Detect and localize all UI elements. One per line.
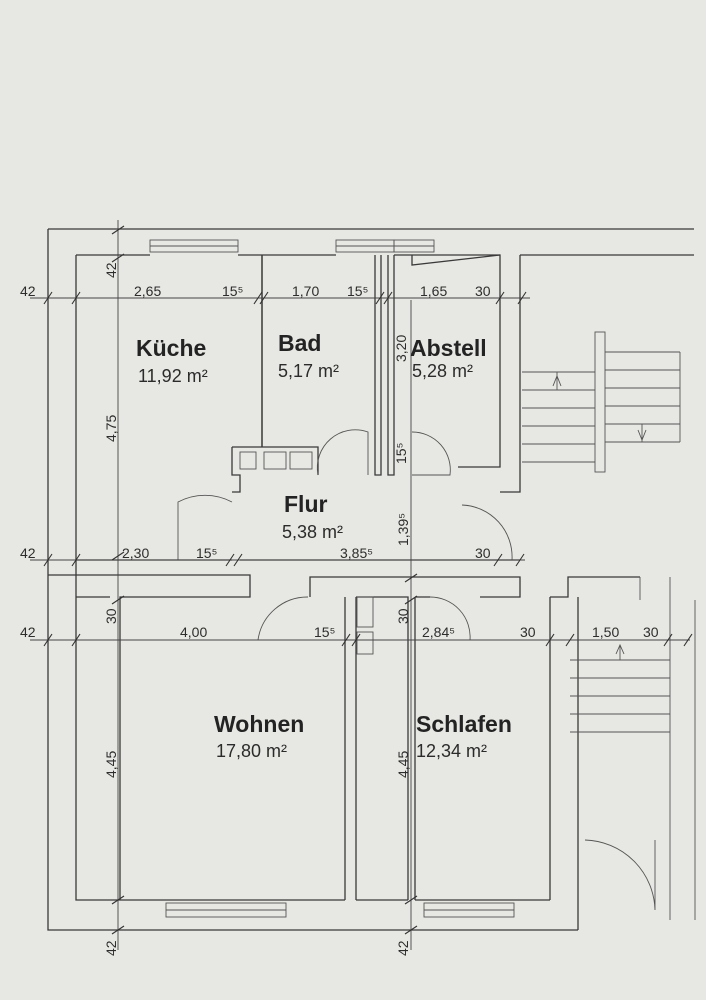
room-wohnen-area: 17,80 m² <box>216 741 287 761</box>
dim-flur-height: 1,39⁵ <box>395 513 411 546</box>
dim-schlafen-width: 2,84⁵ <box>422 624 455 640</box>
dim-wall-a: 15⁵ <box>196 545 217 561</box>
dim-wall-kb: 15⁵ <box>222 283 243 299</box>
dim-wohnen-width: 4,00 <box>180 624 207 640</box>
stair-arrow-down <box>637 424 647 442</box>
dim-wohnen-wall: 30 <box>103 608 119 624</box>
dim-top-wall: 42 <box>103 262 119 278</box>
dim-wall-stair: 30 <box>643 624 659 640</box>
outer-walls <box>47 228 694 931</box>
abstell-right <box>412 254 501 468</box>
doors <box>177 429 656 911</box>
dim-stair-width: 1,50 <box>592 624 619 640</box>
room-abstell-area: 5,28 m² <box>412 361 473 381</box>
staircase-lower <box>570 577 696 920</box>
windows-top <box>149 239 435 253</box>
dim-abstell-height: 3,20 <box>393 335 409 362</box>
dim-bad-width: 1,70 <box>292 283 319 299</box>
room-kueche-name: Küche <box>136 335 206 361</box>
dim-bottom-wall-mid: 42 <box>395 940 411 956</box>
dim-schlafen-height: 4,45 <box>395 751 411 778</box>
dim-abstell-width: 1,65 <box>420 283 447 299</box>
staircase-upper <box>522 331 681 473</box>
room-kueche-area: 11,92 m² <box>138 366 208 386</box>
dim-abstell-wall: 15⁵ <box>393 443 409 464</box>
door-entrance <box>461 504 513 561</box>
inner-walls-top <box>231 255 395 493</box>
dim-mid-right-wall: 30 <box>475 545 491 561</box>
chimney-1 <box>239 451 257 470</box>
dim-kueche-width: 2,65 <box>134 283 161 299</box>
room-wohnen-name: Wohnen <box>214 711 304 737</box>
dim-kueche-height: 4,75 <box>103 415 119 442</box>
room-abstell-name: Abstell <box>410 335 487 361</box>
dim-bottom-wall-left: 42 <box>103 940 119 956</box>
door-abstell <box>411 431 451 476</box>
dim-wall-s: 30 <box>520 624 536 640</box>
room-flur-name: Flur <box>284 491 327 517</box>
door-kueche <box>177 494 233 560</box>
abstell-top <box>411 254 501 266</box>
dimension-lines <box>30 220 693 950</box>
stair-arrow-up <box>552 372 562 390</box>
dim-wall-ba: 15⁵ <box>347 283 368 299</box>
room-schlafen-name: Schlafen <box>416 711 512 737</box>
dim-top-right-wall: 30 <box>475 283 491 299</box>
dim-mid-left-wall: 42 <box>20 545 36 561</box>
left-bottom-outer-line <box>47 229 578 931</box>
door-wohnen <box>257 596 309 641</box>
dim-flur-left: 2,30 <box>122 545 149 561</box>
shaft-1 <box>356 596 374 628</box>
room-bad-name: Bad <box>278 330 321 356</box>
right-outer-line <box>500 255 521 493</box>
door-schlafen <box>429 596 471 641</box>
shaft-2 <box>356 631 374 655</box>
room-schlafen-area: 12,34 m² <box>416 741 487 761</box>
room-bad-area: 5,17 m² <box>278 361 339 381</box>
dim-wohnen-height: 4,45 <box>103 751 119 778</box>
dim-schlafen-wall: 30 <box>395 608 411 624</box>
room-labels: Küche 11,92 m² Bad 5,17 m² Abstell 5,28 … <box>136 330 512 761</box>
dim-flur-width: 3,85⁵ <box>340 545 373 561</box>
door-bad <box>316 429 369 476</box>
chimney-2 <box>263 451 287 470</box>
door-stair <box>584 839 656 911</box>
wall-bad-abstell <box>374 255 382 476</box>
dim-top-left-wall: 42 <box>20 283 36 299</box>
dimension-labels: 42 2,65 15⁵ 1,70 15⁵ 1,65 30 42 2,30 15⁵… <box>20 262 659 956</box>
dim-wall-ws: 15⁵ <box>314 624 335 640</box>
left-inner-line <box>75 255 120 901</box>
room-flur-area: 5,38 m² <box>282 522 343 542</box>
chimney-3 <box>289 451 313 470</box>
dim-lower-left-wall: 42 <box>20 624 36 640</box>
lower-room-walls <box>120 596 550 918</box>
